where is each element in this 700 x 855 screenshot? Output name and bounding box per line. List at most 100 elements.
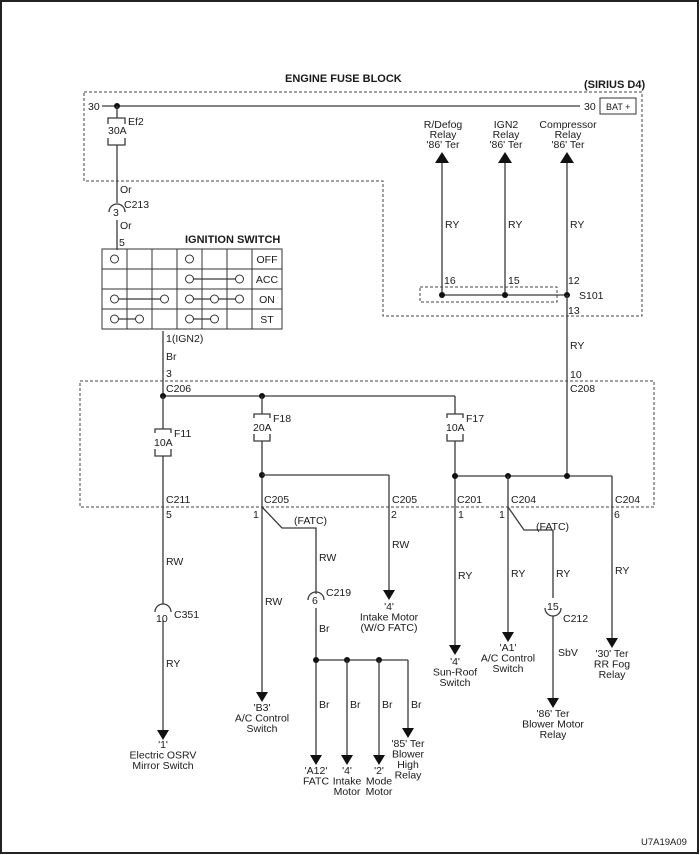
- ignition-position-st: ST: [260, 314, 274, 326]
- switch-contact: [160, 294, 169, 304]
- relay-label: Relay: [493, 129, 521, 141]
- connector-name: C204: [615, 494, 640, 506]
- wire-color-label: RW: [319, 552, 336, 564]
- connector-pin: 3: [166, 368, 172, 380]
- bat-box: [599, 97, 637, 115]
- switch-contact: [210, 314, 219, 324]
- ignition-position-off: OFF: [257, 254, 278, 266]
- destination-blower-high: High: [397, 759, 419, 771]
- s101-name: S101: [579, 290, 604, 302]
- splice-dot: [502, 292, 508, 298]
- splice-dot: [313, 657, 319, 663]
- fuse-ef2-bottom: [107, 138, 126, 146]
- s101-pin: 16: [444, 275, 456, 287]
- arrow-down-icon: [402, 728, 414, 738]
- switch-contact: [110, 314, 119, 324]
- destination-blower-high: Relay: [395, 770, 423, 782]
- destination-b3: 'B3': [254, 702, 271, 714]
- relay-label: IGN2: [494, 119, 519, 131]
- fuse-f17-rating: 10A: [446, 422, 465, 434]
- wire-color-label: RW: [166, 556, 183, 568]
- destination-a1: A/C Control: [481, 653, 535, 665]
- switch-contact: [185, 274, 194, 284]
- fuse-f18-bottom: [253, 434, 271, 442]
- wire-color-label: RY: [511, 568, 525, 580]
- engine-fuse-block-outline: [83, 91, 643, 317]
- bat-label: BAT +: [606, 102, 630, 112]
- fatc-label: (FATC): [294, 515, 327, 527]
- ignition-position-on: ON: [259, 294, 275, 306]
- destination-intake-wo: Intake Motor: [360, 612, 419, 624]
- switch-contact: [110, 294, 119, 304]
- switch-contact: [210, 294, 219, 304]
- wire-color-label: Br: [166, 351, 177, 363]
- fuse-f17-bottom: [446, 434, 464, 442]
- switch-contact: [185, 294, 194, 304]
- wire-color-label: Br: [382, 699, 393, 711]
- wire-color-label: RY: [570, 340, 584, 352]
- connector-pin: 2: [391, 509, 397, 521]
- connector-name: C208: [570, 383, 595, 395]
- connector-name: C351: [174, 609, 199, 621]
- wire-fatc-branch-2: [507, 506, 554, 598]
- wire-color-label: RY: [556, 568, 570, 580]
- destination-sunroof: Sun-Roof: [433, 667, 477, 679]
- destination-rr-fog: RR Fog: [594, 659, 630, 671]
- fuse-f18-top: [253, 413, 271, 418]
- destination-a12: FATC: [303, 776, 329, 788]
- s101-pin: 13: [568, 305, 580, 317]
- ignition-pin-5: 5: [119, 237, 125, 249]
- connector-name: C205: [264, 494, 289, 506]
- connector-pin: 10: [570, 369, 582, 381]
- destination-blower-high: '85' Ter: [391, 738, 425, 750]
- destination-blower-motor: '86' Ter: [536, 708, 570, 720]
- destination-sunroof: '4': [450, 656, 460, 668]
- destination-osrv: Mirror Switch: [132, 760, 193, 772]
- connector-name: C206: [166, 383, 191, 395]
- connector-pin: 1: [253, 509, 259, 521]
- destination-intake: Motor: [334, 786, 361, 798]
- s101-outline: [419, 286, 558, 303]
- arrow-down-icon: [157, 730, 169, 740]
- wire-color-label: Or: [120, 184, 132, 196]
- connector-pin: 3: [113, 207, 119, 219]
- arrow-down-icon: [606, 638, 618, 648]
- destination-rr-fog: Relay: [599, 669, 627, 681]
- arrow-up-icon: [560, 152, 574, 163]
- arrow-up-icon: [498, 152, 512, 163]
- destination-osrv: '1': [158, 739, 168, 751]
- connector-name: C212: [563, 613, 588, 625]
- wire-color-label: RY: [615, 565, 629, 577]
- destination-rr-fog: '30' Ter: [595, 648, 629, 660]
- connector-pin: 6: [312, 595, 318, 607]
- destination-osrv: Electric OSRV: [130, 750, 197, 762]
- wire-color-label: SbV: [558, 647, 578, 659]
- figure-id: U7A19A09: [641, 837, 687, 848]
- fuse-box-outline: [79, 380, 655, 508]
- wire-color-label: Br: [319, 699, 330, 711]
- connector-c351: [154, 603, 172, 613]
- connector-pin: 10: [156, 613, 168, 625]
- switch-contact: [185, 254, 194, 264]
- relay-label: '86' Ter: [426, 139, 460, 151]
- connector-name: C219: [326, 587, 351, 599]
- destination-blower-motor: Relay: [540, 729, 568, 741]
- relay-label: Relay: [555, 129, 583, 141]
- arrow-down-icon: [341, 755, 353, 765]
- terminal-30-left: 30: [88, 101, 100, 113]
- arrow-down-icon: [373, 755, 385, 765]
- ignition-pin-1: 1(IGN2): [166, 333, 203, 345]
- ignition-switch-title: IGNITION SWITCH: [185, 234, 280, 246]
- connector-name: C201: [457, 494, 482, 506]
- fuse-f11-bottom: [154, 449, 172, 457]
- relay-label: '86' Ter: [489, 139, 523, 151]
- wire-color-label: RW: [265, 596, 282, 608]
- fuse-f18-rating: 20A: [253, 422, 272, 434]
- connector-c219: [307, 591, 325, 601]
- switch-contact: [235, 274, 244, 284]
- destination-b3: A/C Control: [235, 713, 289, 725]
- wire-color-label: RY: [458, 570, 472, 582]
- relay-label: R/Defog: [424, 119, 463, 131]
- connector-pin: 6: [614, 509, 620, 521]
